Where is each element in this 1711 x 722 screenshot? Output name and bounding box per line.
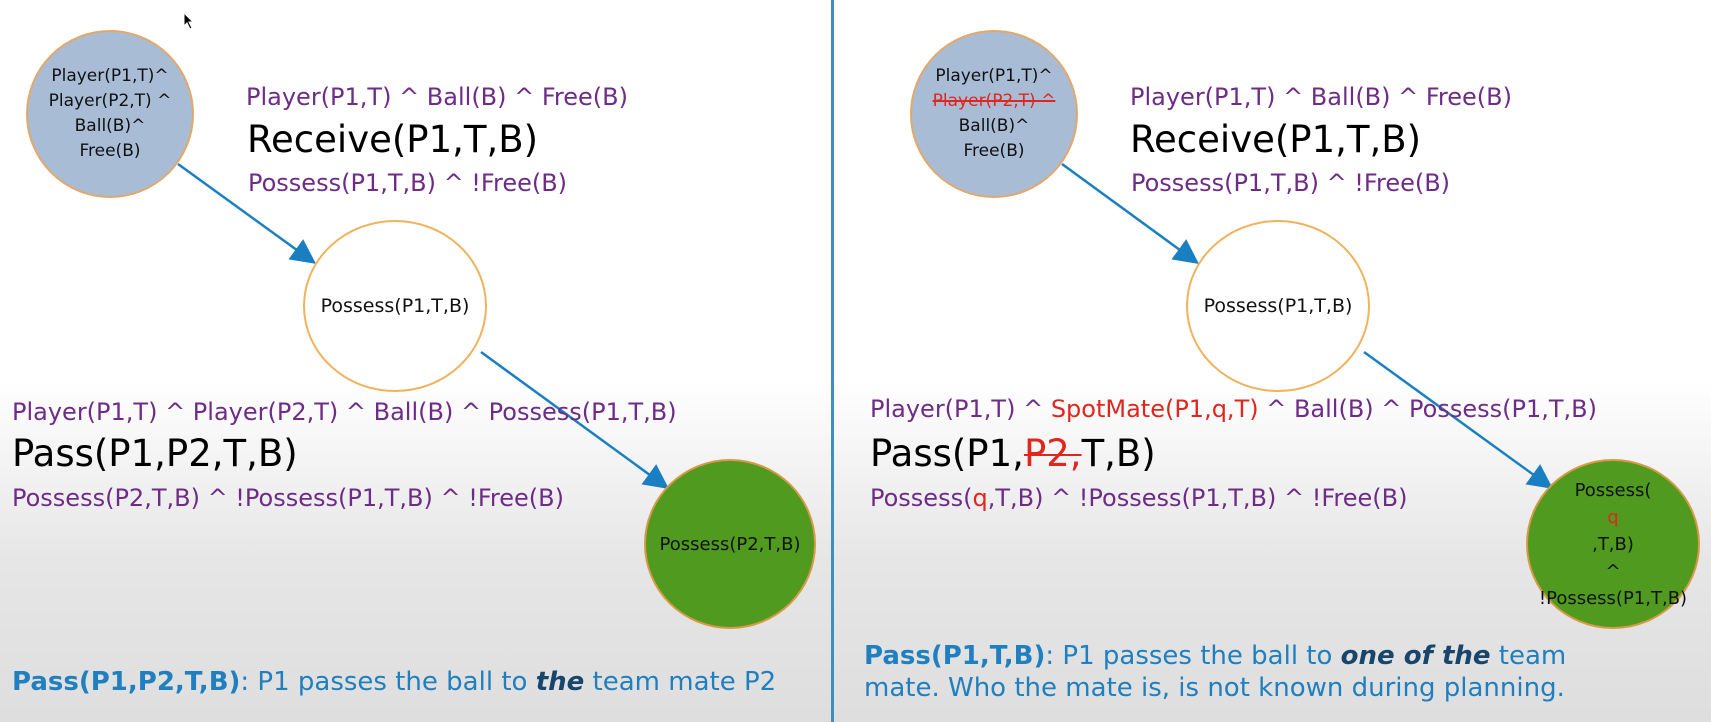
pass-action: Pass(P1,P2,T,B)	[12, 432, 298, 475]
initial-state-node: Player(P1,T)^ Player(P2,T) ^ Ball(B)^ Fr…	[910, 30, 1078, 198]
receive-action: Receive(P1,T,B)	[247, 118, 539, 161]
pass-effect: Possess(q,T,B) ^ !Possess(P1,T,B) ^ !Fre…	[870, 484, 1407, 512]
caption-text: team mate P2	[584, 667, 777, 697]
state-label: Possess(P1,T,B)	[320, 295, 470, 317]
action-part: Pass(P1,	[870, 432, 1024, 475]
receive-precondition: Player(P1,T) ^ Ball(B) ^ Free(B)	[1130, 83, 1512, 111]
caption-line: mate. Who the mate is, is not known duri…	[864, 673, 1565, 703]
intermediate-state-node: Possess(P1,T,B)	[1186, 220, 1370, 392]
state-line: Possess(q,T,B)	[1574, 479, 1652, 555]
caption-text: team	[1490, 641, 1567, 671]
left-caption: Pass(P1,P2,T,B): P1 passes the ball to t…	[12, 666, 776, 698]
caption-line: Pass(P1,T,B): P1 passes the ball to one …	[864, 640, 1566, 672]
state-line: Player(P1,T)^	[935, 66, 1053, 86]
state-line: !Possess(P1,T,B)	[1538, 587, 1688, 609]
state-label: Possess(P1,T,B)	[1203, 295, 1353, 317]
action-part: T,B)	[1081, 432, 1156, 475]
receive-effect: Possess(P1,T,B) ^ !Free(B)	[248, 169, 568, 197]
initial-state-node: Player(P1,T)^ Player(P2,T) ^ Ball(B)^ Fr…	[26, 30, 194, 198]
state-line: Ball(B)^	[74, 116, 146, 136]
state-line: Free(B)	[79, 141, 141, 161]
variable-q: q	[972, 484, 988, 512]
right-caption: Pass(P1,T,B): P1 passes the ball to one …	[864, 640, 1566, 704]
effect-part: ,T,B) ^ !Possess(P1,T,B) ^ !Free(B)	[987, 484, 1408, 512]
right-panel: Player(P1,T)^ Player(P2,T) ^ Ball(B)^ Fr…	[834, 0, 1711, 722]
pass-effect: Possess(P2,T,B) ^ !Possess(P1,T,B) ^ !Fr…	[12, 484, 564, 512]
panel-divider	[831, 0, 834, 722]
pass-precondition: Player(P1,T) ^ SpotMate(P1,q,T) ^ Ball(B…	[870, 395, 1597, 423]
effect-part: Possess(	[870, 484, 973, 512]
goal-state-node: Possess(P2,T,B)	[644, 459, 816, 629]
receive-effect: Possess(P1,T,B) ^ !Free(B)	[1131, 169, 1451, 197]
pass-action: Pass(P1,P2,T,B)	[870, 432, 1156, 475]
precondition-part: Player(P1,T) ^	[870, 395, 1051, 423]
state-line: Ball(B)^	[958, 116, 1030, 136]
caption-text: : P1 passes the ball to	[240, 667, 536, 697]
intermediate-state-node: Possess(P1,T,B)	[303, 220, 487, 392]
state-line: Player(P2,T) ^	[48, 91, 172, 111]
struck-state-line: Player(P2,T) ^	[932, 91, 1056, 111]
left-panel: Player(P1,T)^ Player(P2,T) ^ Ball(B)^ Fr…	[0, 0, 831, 722]
caption-action: Pass(P1,T,B)	[864, 641, 1046, 671]
state-line: Free(B)	[963, 141, 1025, 161]
state-line: Player(P1,T)^	[51, 66, 169, 86]
state-line: ^	[1605, 560, 1621, 582]
variable-q: q	[1607, 506, 1619, 528]
goal-state-node: Possess(q,T,B) ^ !Possess(P1,T,B)	[1526, 459, 1700, 629]
spotmate-condition: SpotMate(P1,q,T)	[1050, 395, 1259, 423]
pass-precondition: Player(P1,T) ^ Player(P2,T) ^ Ball(B) ^ …	[12, 398, 677, 426]
caption-emphasis: one of the	[1340, 641, 1491, 671]
precondition-part: ^ Ball(B) ^ Possess(P1,T,B)	[1258, 395, 1597, 423]
receive-precondition: Player(P1,T) ^ Ball(B) ^ Free(B)	[246, 83, 628, 111]
struck-argument: P2,	[1023, 432, 1082, 475]
caption-text: : P1 passes the ball to	[1045, 641, 1341, 671]
caption-emphasis: the	[535, 667, 585, 697]
mouse-cursor-icon	[183, 12, 195, 30]
caption-action: Pass(P1,P2,T,B)	[12, 667, 241, 697]
state-label: Possess(P2,T,B)	[659, 533, 801, 555]
receive-action: Receive(P1,T,B)	[1130, 118, 1422, 161]
